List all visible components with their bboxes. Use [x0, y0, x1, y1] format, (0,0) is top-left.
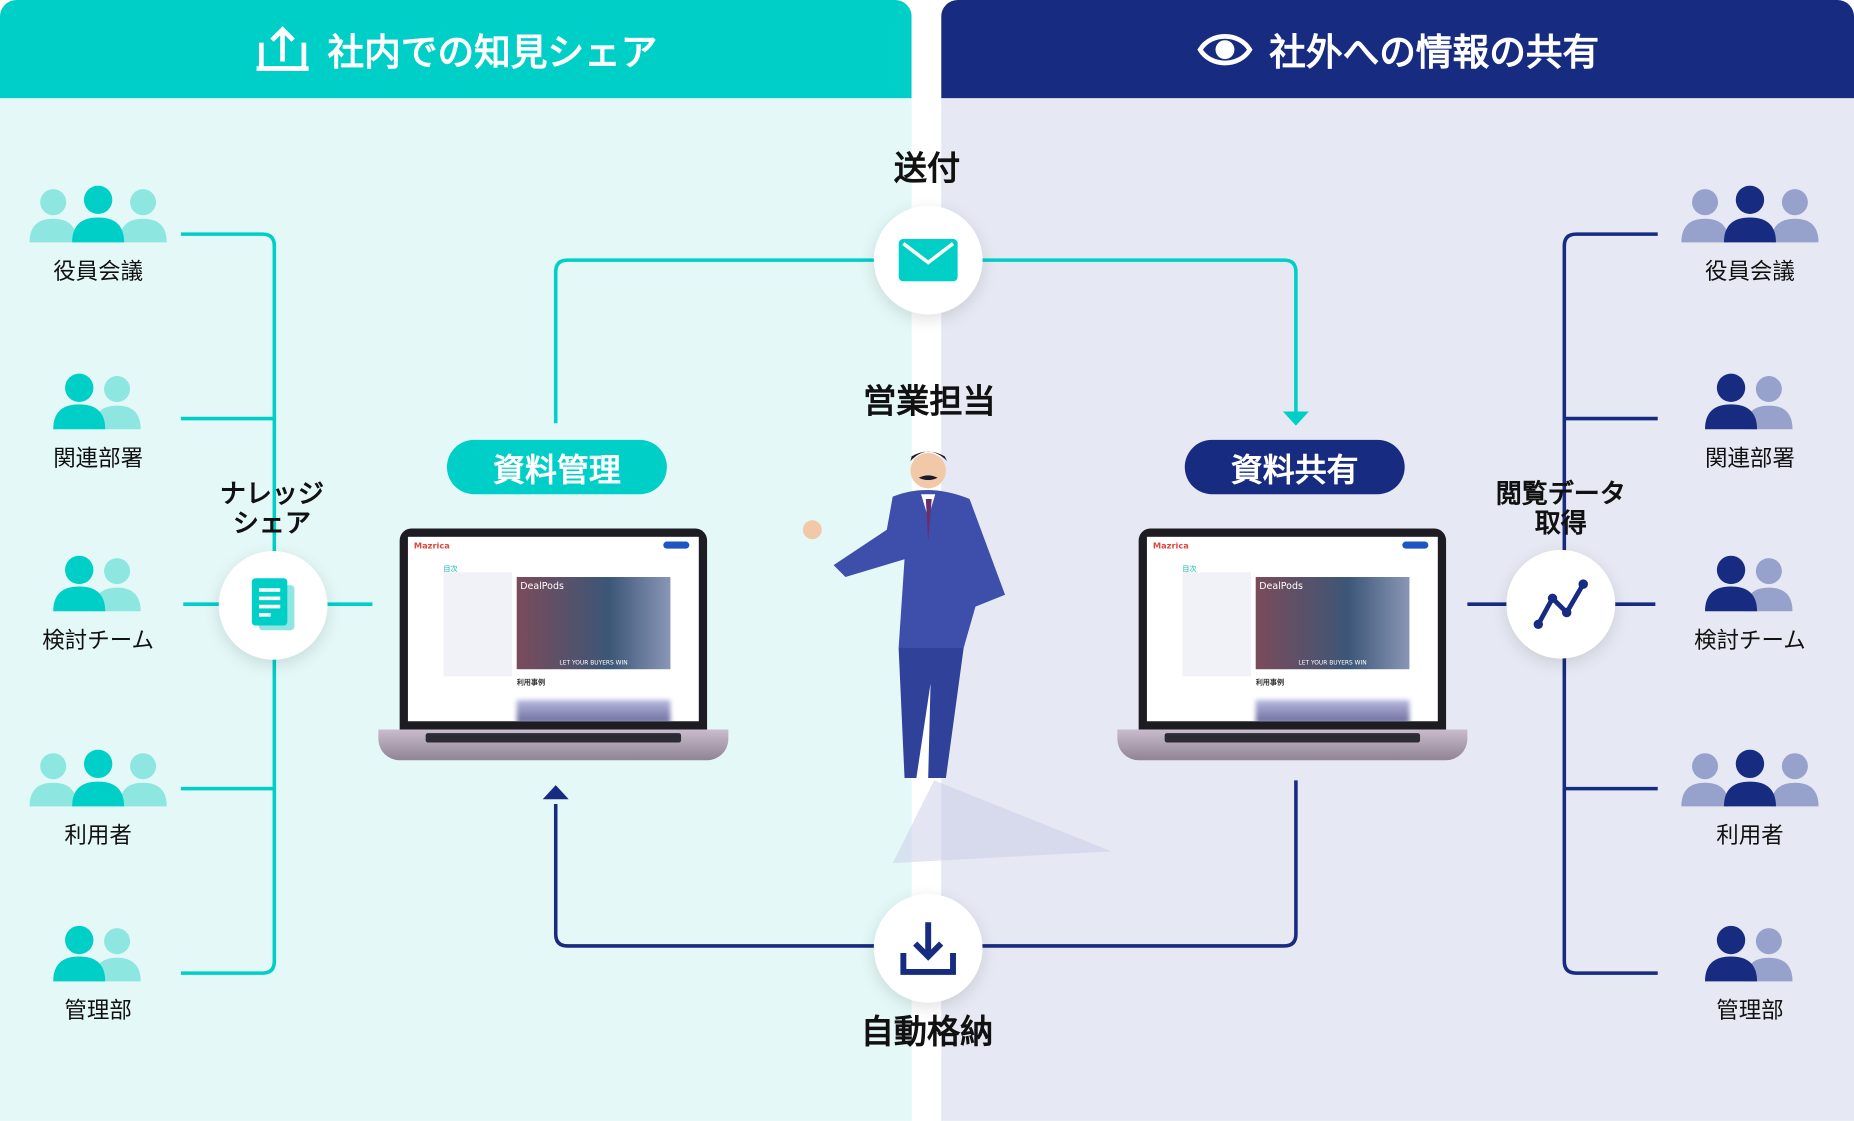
section-title: 利用事例	[1255, 678, 1285, 687]
people-group-icon	[27, 749, 169, 816]
group-label: 検討チーム	[1694, 627, 1806, 654]
upload-icon	[256, 25, 309, 71]
external-title: 社外への情報の共有	[1269, 31, 1600, 75]
arrow-down-head	[1282, 411, 1309, 426]
group-label: 利用者	[1716, 822, 1784, 849]
knowledge-share-node	[218, 550, 328, 660]
people-group-icon	[1679, 372, 1821, 438]
product-logo: DealPods	[520, 580, 564, 592]
group-label: 関連部署	[1705, 445, 1795, 472]
view-data-label: 閲覧データ 取得	[1495, 480, 1626, 540]
sales-rep-figure	[802, 451, 1006, 779]
people-group-icon	[1679, 925, 1821, 991]
internal-header: 社内での知見シェア	[0, 0, 912, 99]
banner-text: LET YOUR BUYERS WIN	[559, 659, 628, 667]
documents-icon	[251, 578, 295, 631]
group-label: 利用者	[64, 822, 132, 849]
eye-icon	[1196, 33, 1252, 65]
external-header: 社外への情報の共有	[941, 0, 1854, 99]
toc-label: 目次	[443, 565, 458, 574]
laptop-internal: Mazrica 目次 DealPods LET YOUR BUYERS WIN …	[378, 528, 729, 771]
internal-panel: 社内での知見シェア	[0, 0, 912, 1121]
banner-text: LET YOUR BUYERS WIN	[1298, 659, 1367, 667]
group-label: 管理部	[1716, 997, 1784, 1024]
send-label: 送付	[893, 148, 961, 189]
group-label: 関連部署	[53, 445, 144, 472]
people-group-icon	[1679, 555, 1821, 621]
people-group-icon	[1679, 185, 1821, 252]
mail-icon	[898, 238, 958, 282]
sales-rep-label: 営業担当	[863, 381, 996, 421]
people-group-icon	[27, 185, 169, 252]
group-label: 役員会議	[1705, 258, 1795, 285]
brand-logo: Mazrica	[413, 541, 450, 551]
doc-manage-badge: 資料管理	[446, 439, 667, 495]
group-label: 管理部	[64, 997, 132, 1024]
people-group-icon	[27, 372, 169, 438]
laptop-external: Mazrica 目次 DealPods LET YOUR BUYERS WIN …	[1117, 528, 1468, 771]
people-group-icon	[27, 555, 169, 621]
auto-store-label: 自動格納	[860, 1012, 994, 1052]
section-title: 利用事例	[516, 678, 546, 687]
group-label: 検討チーム	[42, 627, 154, 654]
arrow-up-head	[542, 785, 569, 800]
analytics-icon	[1533, 579, 1588, 630]
auto-store-node	[873, 893, 983, 1003]
people-group-icon	[27, 925, 169, 991]
product-logo: DealPods	[1259, 580, 1303, 592]
laptop-screen: Mazrica 目次 DealPods LET YOUR BUYERS WIN …	[399, 528, 708, 730]
view-data-node	[1506, 549, 1616, 659]
laptop-screen: Mazrica 目次 DealPods LET YOUR BUYERS WIN …	[1138, 528, 1447, 730]
knowledge-share-label: ナレッジ シェア	[219, 480, 324, 540]
people-group-icon	[1679, 749, 1821, 816]
download-icon	[900, 922, 956, 975]
group-label: 役員会議	[53, 258, 144, 285]
send-node	[873, 205, 983, 315]
internal-title: 社内での知見シェア	[327, 31, 658, 75]
brand-logo: Mazrica	[1152, 541, 1189, 551]
toc-label: 目次	[1182, 565, 1197, 574]
doc-share-badge: 資料共有	[1184, 439, 1405, 495]
